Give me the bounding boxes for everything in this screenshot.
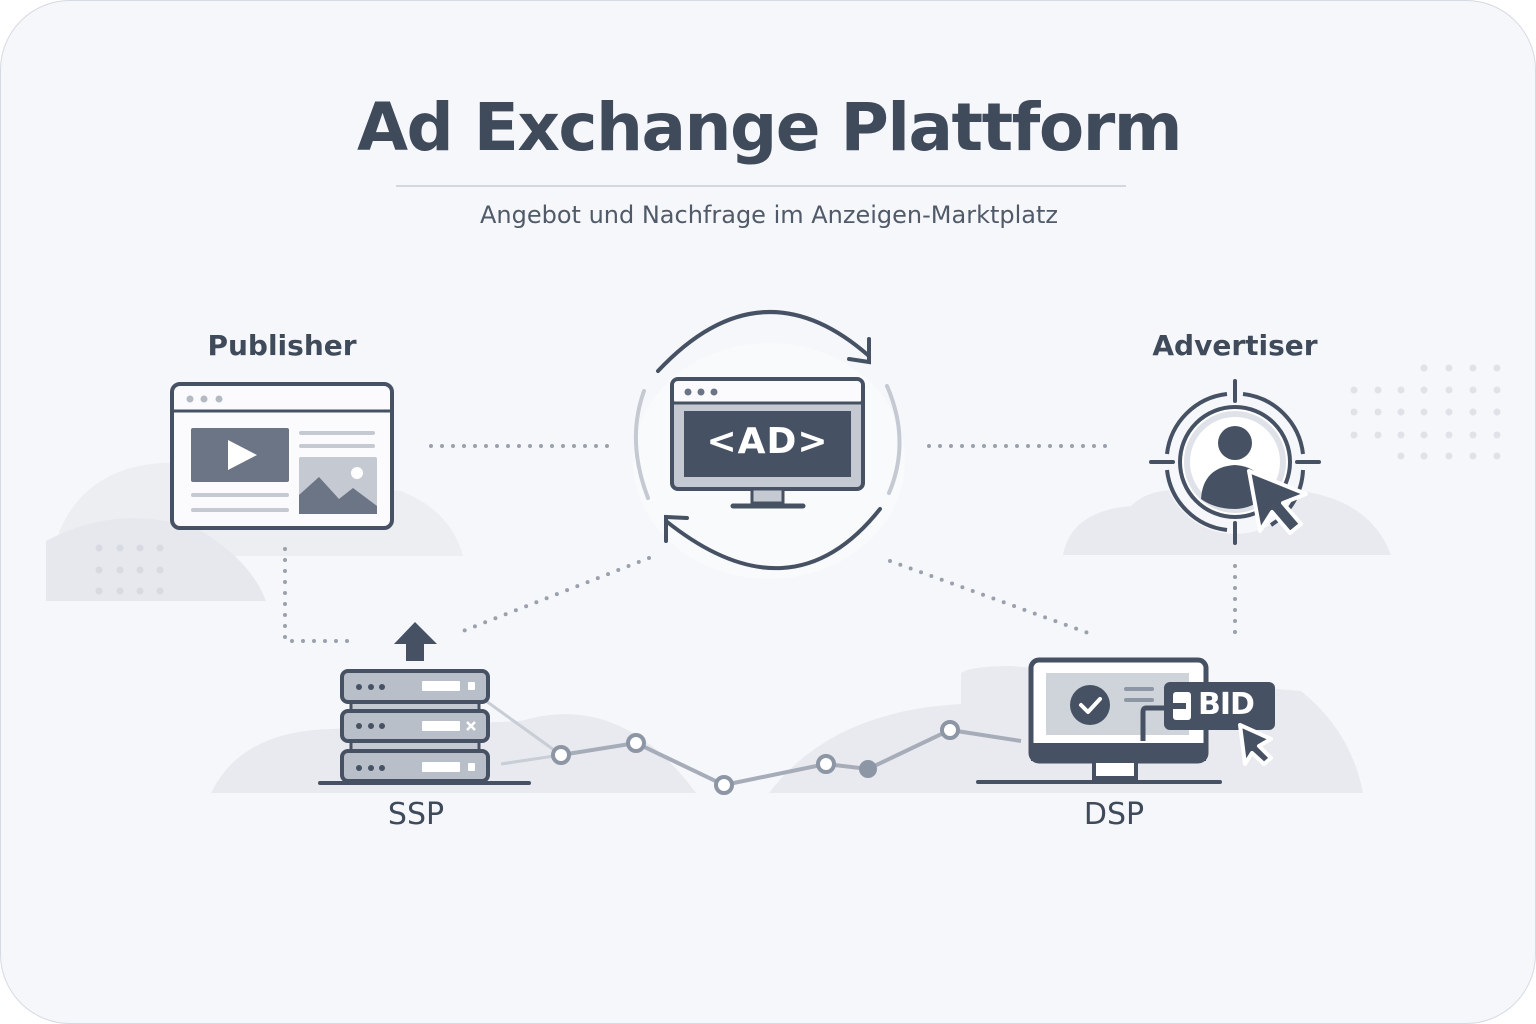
advertiser-label: Advertiser (1152, 329, 1318, 362)
ssp-label: SSP (387, 797, 445, 832)
connector-exchange-ssp (461, 556, 651, 633)
cycle-arrow-top (656, 309, 871, 373)
dot-grid-right (1350, 364, 1501, 460)
cursor-icon (1238, 723, 1273, 766)
dsp-label: DSP (1083, 797, 1145, 832)
page-subtitle: Angebot und Nachfrage im Anzeigen-Marktp… (479, 201, 1058, 229)
title-divider (396, 185, 1126, 187)
bid-badge-label: BID (1198, 687, 1255, 722)
page-title: Ad Exchange Plattform (356, 89, 1183, 166)
arrowhead-top (847, 337, 871, 365)
cursor-icon (1247, 469, 1308, 535)
trend-line-chart (485, 699, 1022, 795)
upload-arrow-icon (394, 622, 437, 661)
monitor-ad-exchange-icon (670, 377, 865, 509)
dot-grid-left (95, 544, 164, 595)
publisher-label: Publisher (207, 329, 357, 362)
ad-exchange-label: <AD> (706, 421, 829, 462)
arrowhead-bottom (664, 514, 689, 543)
cycle-arrow-bottom (664, 507, 882, 571)
bid-badge (1164, 682, 1275, 730)
